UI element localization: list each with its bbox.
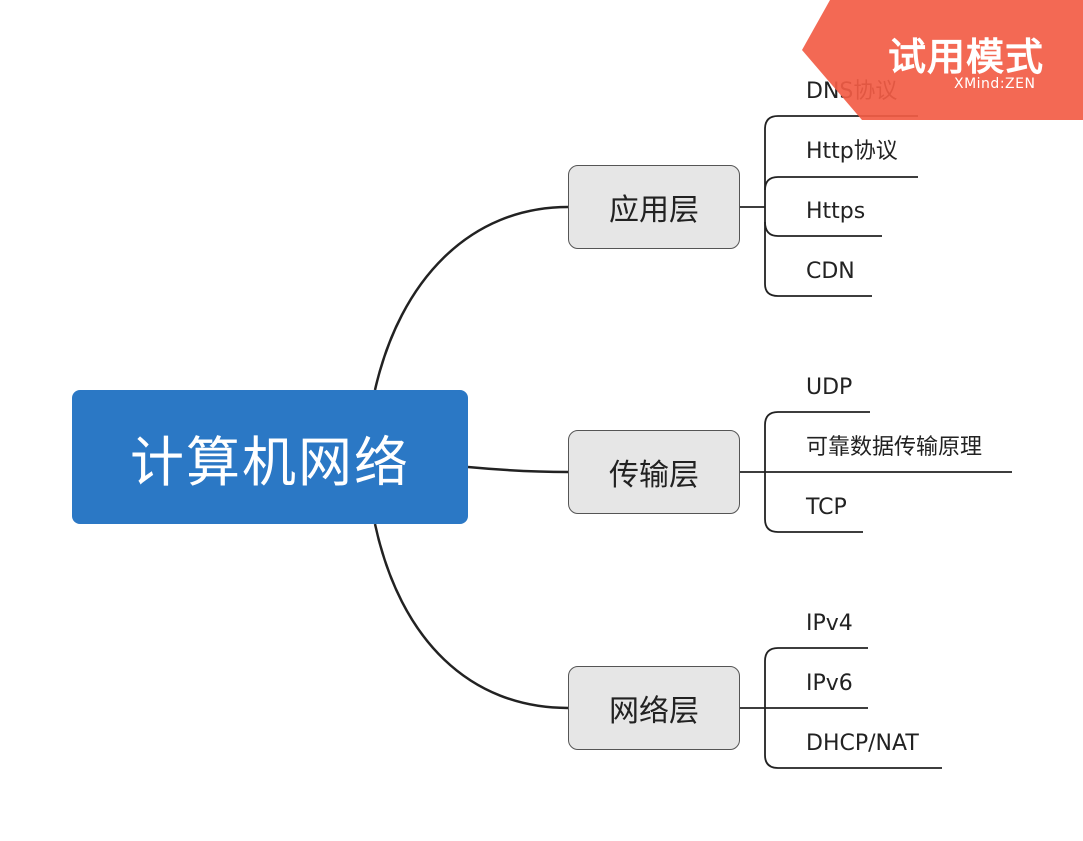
topic-application-layer[interactable]: 应用层 xyxy=(568,165,740,249)
badge-subtitle: XMind:ZEN xyxy=(954,76,1036,92)
leaf-ipv6[interactable]: IPv6 xyxy=(806,671,853,696)
leaf-ipv4[interactable]: IPv4 xyxy=(806,611,853,636)
connector-root-application xyxy=(373,205,569,391)
leaf-dhcp-nat[interactable]: DHCP/NAT xyxy=(806,731,919,756)
topic-network-layer[interactable]: 网络层 xyxy=(568,666,740,750)
leaf-reliable-transfer[interactable]: 可靠数据传输原理 xyxy=(806,435,983,460)
badge-shape xyxy=(802,0,1083,120)
connector-root-transport xyxy=(467,465,569,474)
connector-root-network xyxy=(373,523,569,710)
leaf-http[interactable]: Http协议 xyxy=(806,139,898,164)
badge-title: 试用模式 xyxy=(888,35,1045,79)
leaf-cdn[interactable]: CDN xyxy=(806,259,855,284)
leaf-https[interactable]: Https xyxy=(806,199,866,224)
root-topic[interactable]: 计算机网络 xyxy=(72,390,468,524)
topic-transport-layer[interactable]: 传输层 xyxy=(568,430,740,514)
connector-network-leaves xyxy=(740,647,942,769)
connector-transport-leaves xyxy=(740,411,1012,533)
connector-application-leaves xyxy=(740,115,918,297)
leaf-tcp[interactable]: TCP xyxy=(806,495,847,520)
trial-mode-badge[interactable]: 试用模式 XMind:ZEN xyxy=(802,0,1083,120)
leaf-udp[interactable]: UDP xyxy=(806,375,853,400)
